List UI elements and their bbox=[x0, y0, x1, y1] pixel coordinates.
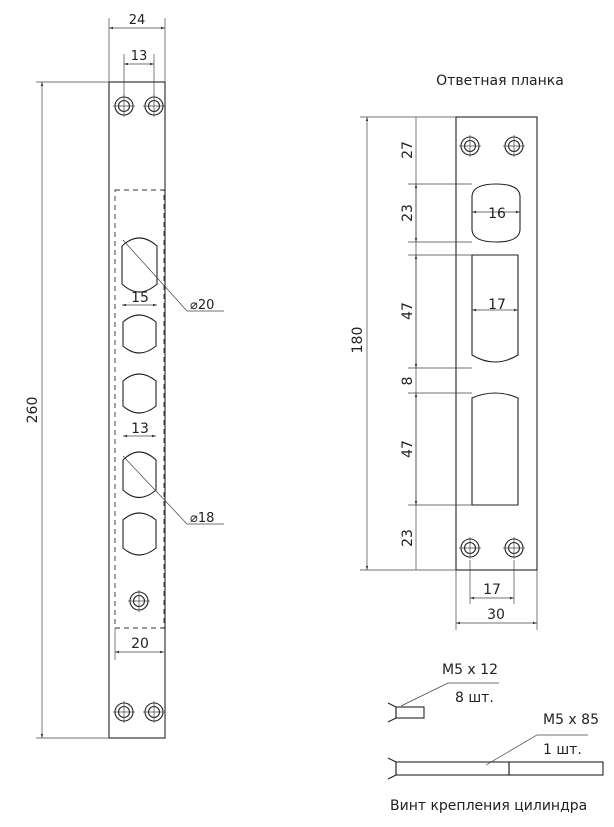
slot bbox=[471, 254, 519, 363]
slot bbox=[122, 512, 157, 556]
main-plate: 24 13 260 15 ⌀20 13 ⌀18 20 bbox=[25, 13, 224, 739]
mounting-hole bbox=[127, 589, 151, 613]
short-screw-qty: 8 шт. bbox=[455, 690, 494, 706]
slot bbox=[122, 373, 157, 414]
mounting-hole bbox=[112, 94, 136, 118]
length-dim: 260 bbox=[25, 397, 41, 424]
strike-hole-spacing-dim: 17 bbox=[483, 582, 501, 598]
segment-dim: 23 bbox=[400, 529, 416, 547]
segment-dim: 8 bbox=[400, 377, 416, 386]
segment-dim: 23 bbox=[400, 204, 416, 222]
width-dim: 24 bbox=[129, 13, 146, 28]
screw-caption: Винт крепления цилиндра bbox=[390, 798, 587, 814]
slot-diameter-top: ⌀20 bbox=[190, 298, 214, 313]
plate-outline bbox=[108, 81, 166, 739]
slot-diameter-lower: ⌀18 bbox=[190, 511, 214, 526]
slot bbox=[471, 392, 519, 506]
strike-plate: Ответная планка 16 17 180 27 23 47 8 47 … bbox=[350, 73, 564, 630]
mounting-hole bbox=[142, 94, 166, 118]
hole-spacing-dim: 13 bbox=[131, 49, 148, 64]
slot-width-16: 16 bbox=[488, 206, 506, 222]
slot-width-top: 15 bbox=[131, 290, 149, 306]
slot bbox=[471, 183, 521, 243]
slot-width-lower: 13 bbox=[131, 421, 149, 437]
strike-plate-title: Ответная планка bbox=[436, 73, 564, 89]
slot bbox=[121, 237, 158, 293]
slot-width-17: 17 bbox=[488, 297, 506, 313]
long-screw-size: M5 x 85 bbox=[543, 712, 599, 728]
strike-width-dim: 30 bbox=[487, 607, 505, 623]
long-screw-shank bbox=[395, 761, 510, 776]
mounting-hole bbox=[112, 700, 136, 724]
short-screw-size: M5 x 12 bbox=[442, 662, 498, 678]
segment-dim: 47 bbox=[400, 440, 416, 458]
short-screw bbox=[395, 706, 425, 719]
slot bbox=[122, 314, 157, 354]
long-screw-head bbox=[387, 757, 397, 780]
long-screw-qty: 1 шт. bbox=[543, 742, 582, 758]
mounting-hole bbox=[142, 700, 166, 724]
plate-outline bbox=[455, 116, 538, 571]
slot bbox=[122, 451, 157, 499]
screws: M5 x 12 8 шт. M5 x 85 1 шт. Винт креплен… bbox=[387, 662, 604, 814]
inner-width-dim: 20 bbox=[131, 636, 149, 652]
short-screw-head bbox=[387, 702, 397, 723]
segment-dim: 47 bbox=[400, 302, 416, 320]
long-screw-thread bbox=[508, 761, 604, 776]
segment-dim: 27 bbox=[400, 141, 416, 159]
strike-length-dim: 180 bbox=[350, 327, 366, 354]
